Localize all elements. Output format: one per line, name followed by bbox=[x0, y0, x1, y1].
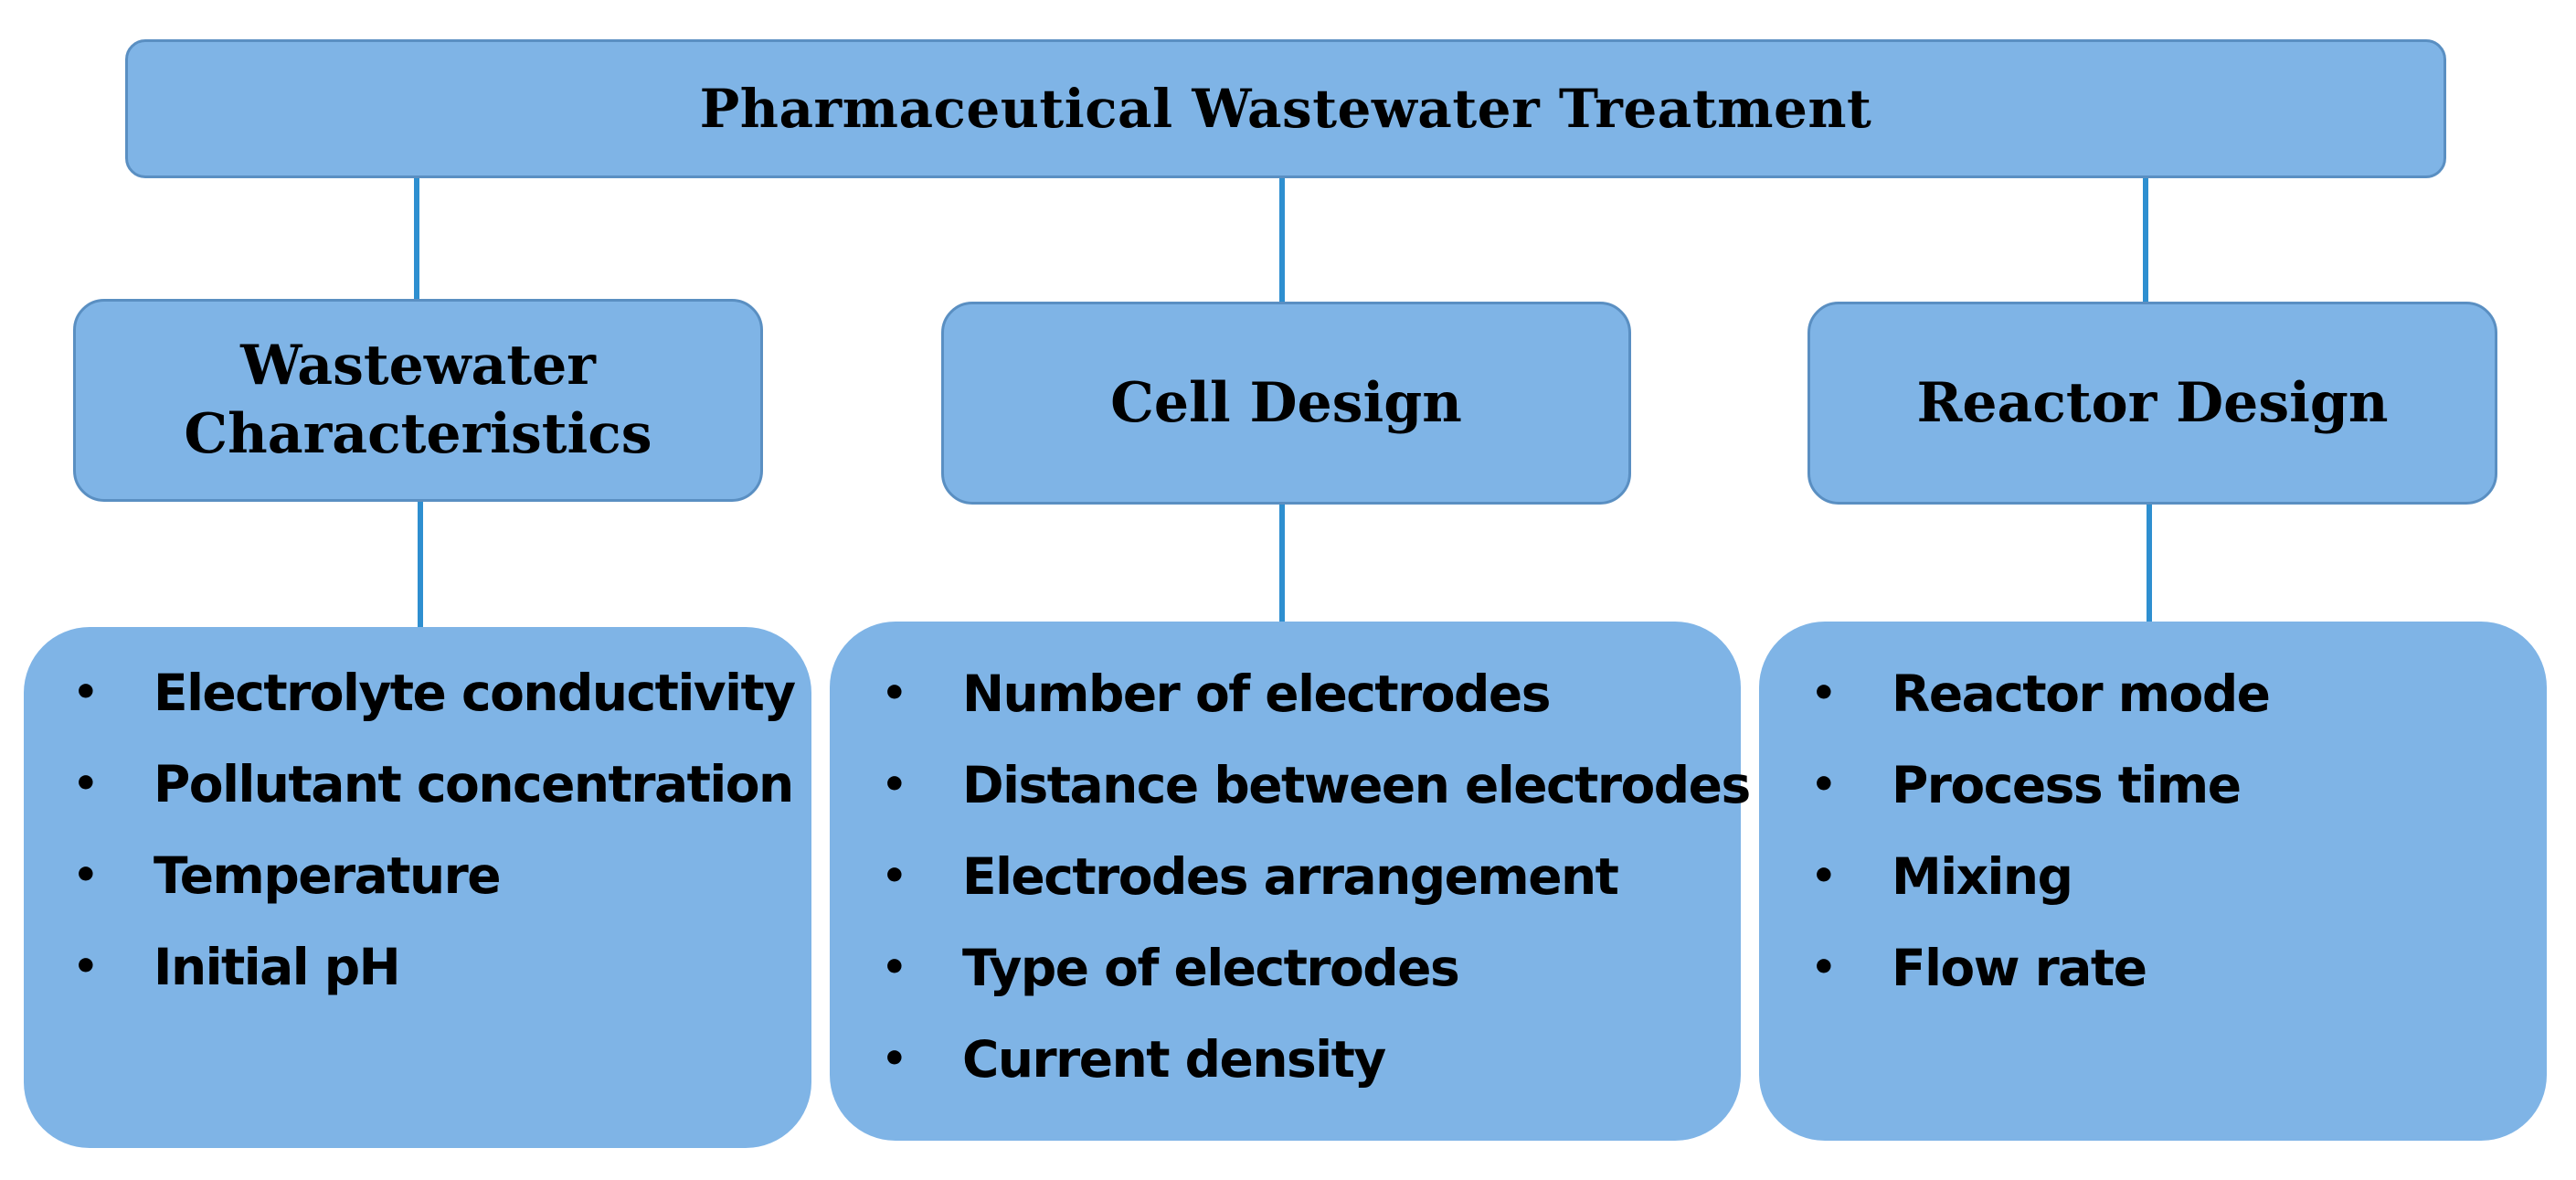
list-item: •Flow rate bbox=[1811, 922, 2270, 1014]
bullet-icon: • bbox=[1810, 761, 1837, 808]
bullet-list: •Number of electrodes •Distance between … bbox=[882, 648, 1752, 1105]
list-item: •Distance between electrodes bbox=[882, 739, 1752, 831]
list-item: •Electrodes arrangement bbox=[882, 831, 1750, 922]
list-reactor-design: •Reactor mode •Process time •Mixing •Flo… bbox=[1759, 622, 2547, 1141]
category-wastewater-characteristics: Wastewater Characteristics bbox=[73, 299, 763, 502]
list-cell-design: •Number of electrodes •Distance between … bbox=[830, 622, 1751, 1141]
connector-wastewater-to-list bbox=[418, 502, 423, 630]
bullet-icon: • bbox=[72, 852, 99, 898]
list-wastewater-characteristics: •Electrolyte conductivity •Pollutant con… bbox=[24, 627, 811, 1148]
list-item: •Electrolyte conductivity bbox=[73, 647, 796, 739]
list-item: •Process time bbox=[1811, 739, 2270, 831]
bullet-icon: • bbox=[881, 670, 907, 717]
root-node: Pharmaceutical Wastewater Treatment bbox=[125, 39, 2446, 178]
bullet-list: •Reactor mode •Process time •Mixing •Flo… bbox=[1811, 648, 2271, 1014]
category-label: Cell Design bbox=[1110, 370, 1462, 435]
bullet-icon: • bbox=[72, 760, 99, 807]
connector-cell-design-to-list bbox=[1279, 505, 1285, 623]
category-reactor-design: Reactor Design bbox=[1807, 302, 2497, 505]
connector-reactor-design-to-list bbox=[2147, 505, 2152, 623]
connector-root-to-cell-design bbox=[1279, 174, 1285, 303]
bullet-list: •Electrolyte conductivity •Pollutant con… bbox=[73, 647, 796, 1013]
bullet-icon: • bbox=[881, 853, 907, 899]
list-item: •Pollutant concentration bbox=[73, 739, 795, 830]
bullet-icon: • bbox=[72, 669, 99, 716]
category-cell-design: Cell Design bbox=[941, 302, 1631, 505]
connector-root-to-wastewater bbox=[414, 174, 419, 302]
bullet-icon: • bbox=[881, 944, 907, 991]
list-item: •Reactor mode bbox=[1811, 648, 2271, 739]
connector-root-to-reactor-design bbox=[2143, 174, 2148, 303]
bullet-icon: • bbox=[72, 943, 99, 990]
bullet-icon: • bbox=[881, 761, 907, 808]
list-item: •Initial pH bbox=[73, 921, 795, 1013]
category-label: Reactor Design bbox=[1916, 370, 2389, 435]
category-label-line: Wastewater bbox=[240, 334, 596, 398]
list-item: •Type of electrodes bbox=[882, 922, 1750, 1014]
list-item: •Current density bbox=[882, 1014, 1750, 1105]
category-label-line: Characteristics bbox=[184, 402, 652, 466]
root-node-label: Pharmaceutical Wastewater Treatment bbox=[699, 78, 1872, 140]
bullet-icon: • bbox=[881, 1036, 907, 1082]
bullet-icon: • bbox=[1810, 944, 1837, 991]
list-item: •Number of electrodes bbox=[882, 648, 1750, 739]
list-item: •Mixing bbox=[1811, 831, 2270, 922]
list-item: •Temperature bbox=[73, 830, 795, 921]
bullet-icon: • bbox=[1810, 670, 1837, 717]
category-label: Wastewater Characteristics bbox=[184, 332, 652, 469]
bullet-icon: • bbox=[1810, 853, 1837, 899]
